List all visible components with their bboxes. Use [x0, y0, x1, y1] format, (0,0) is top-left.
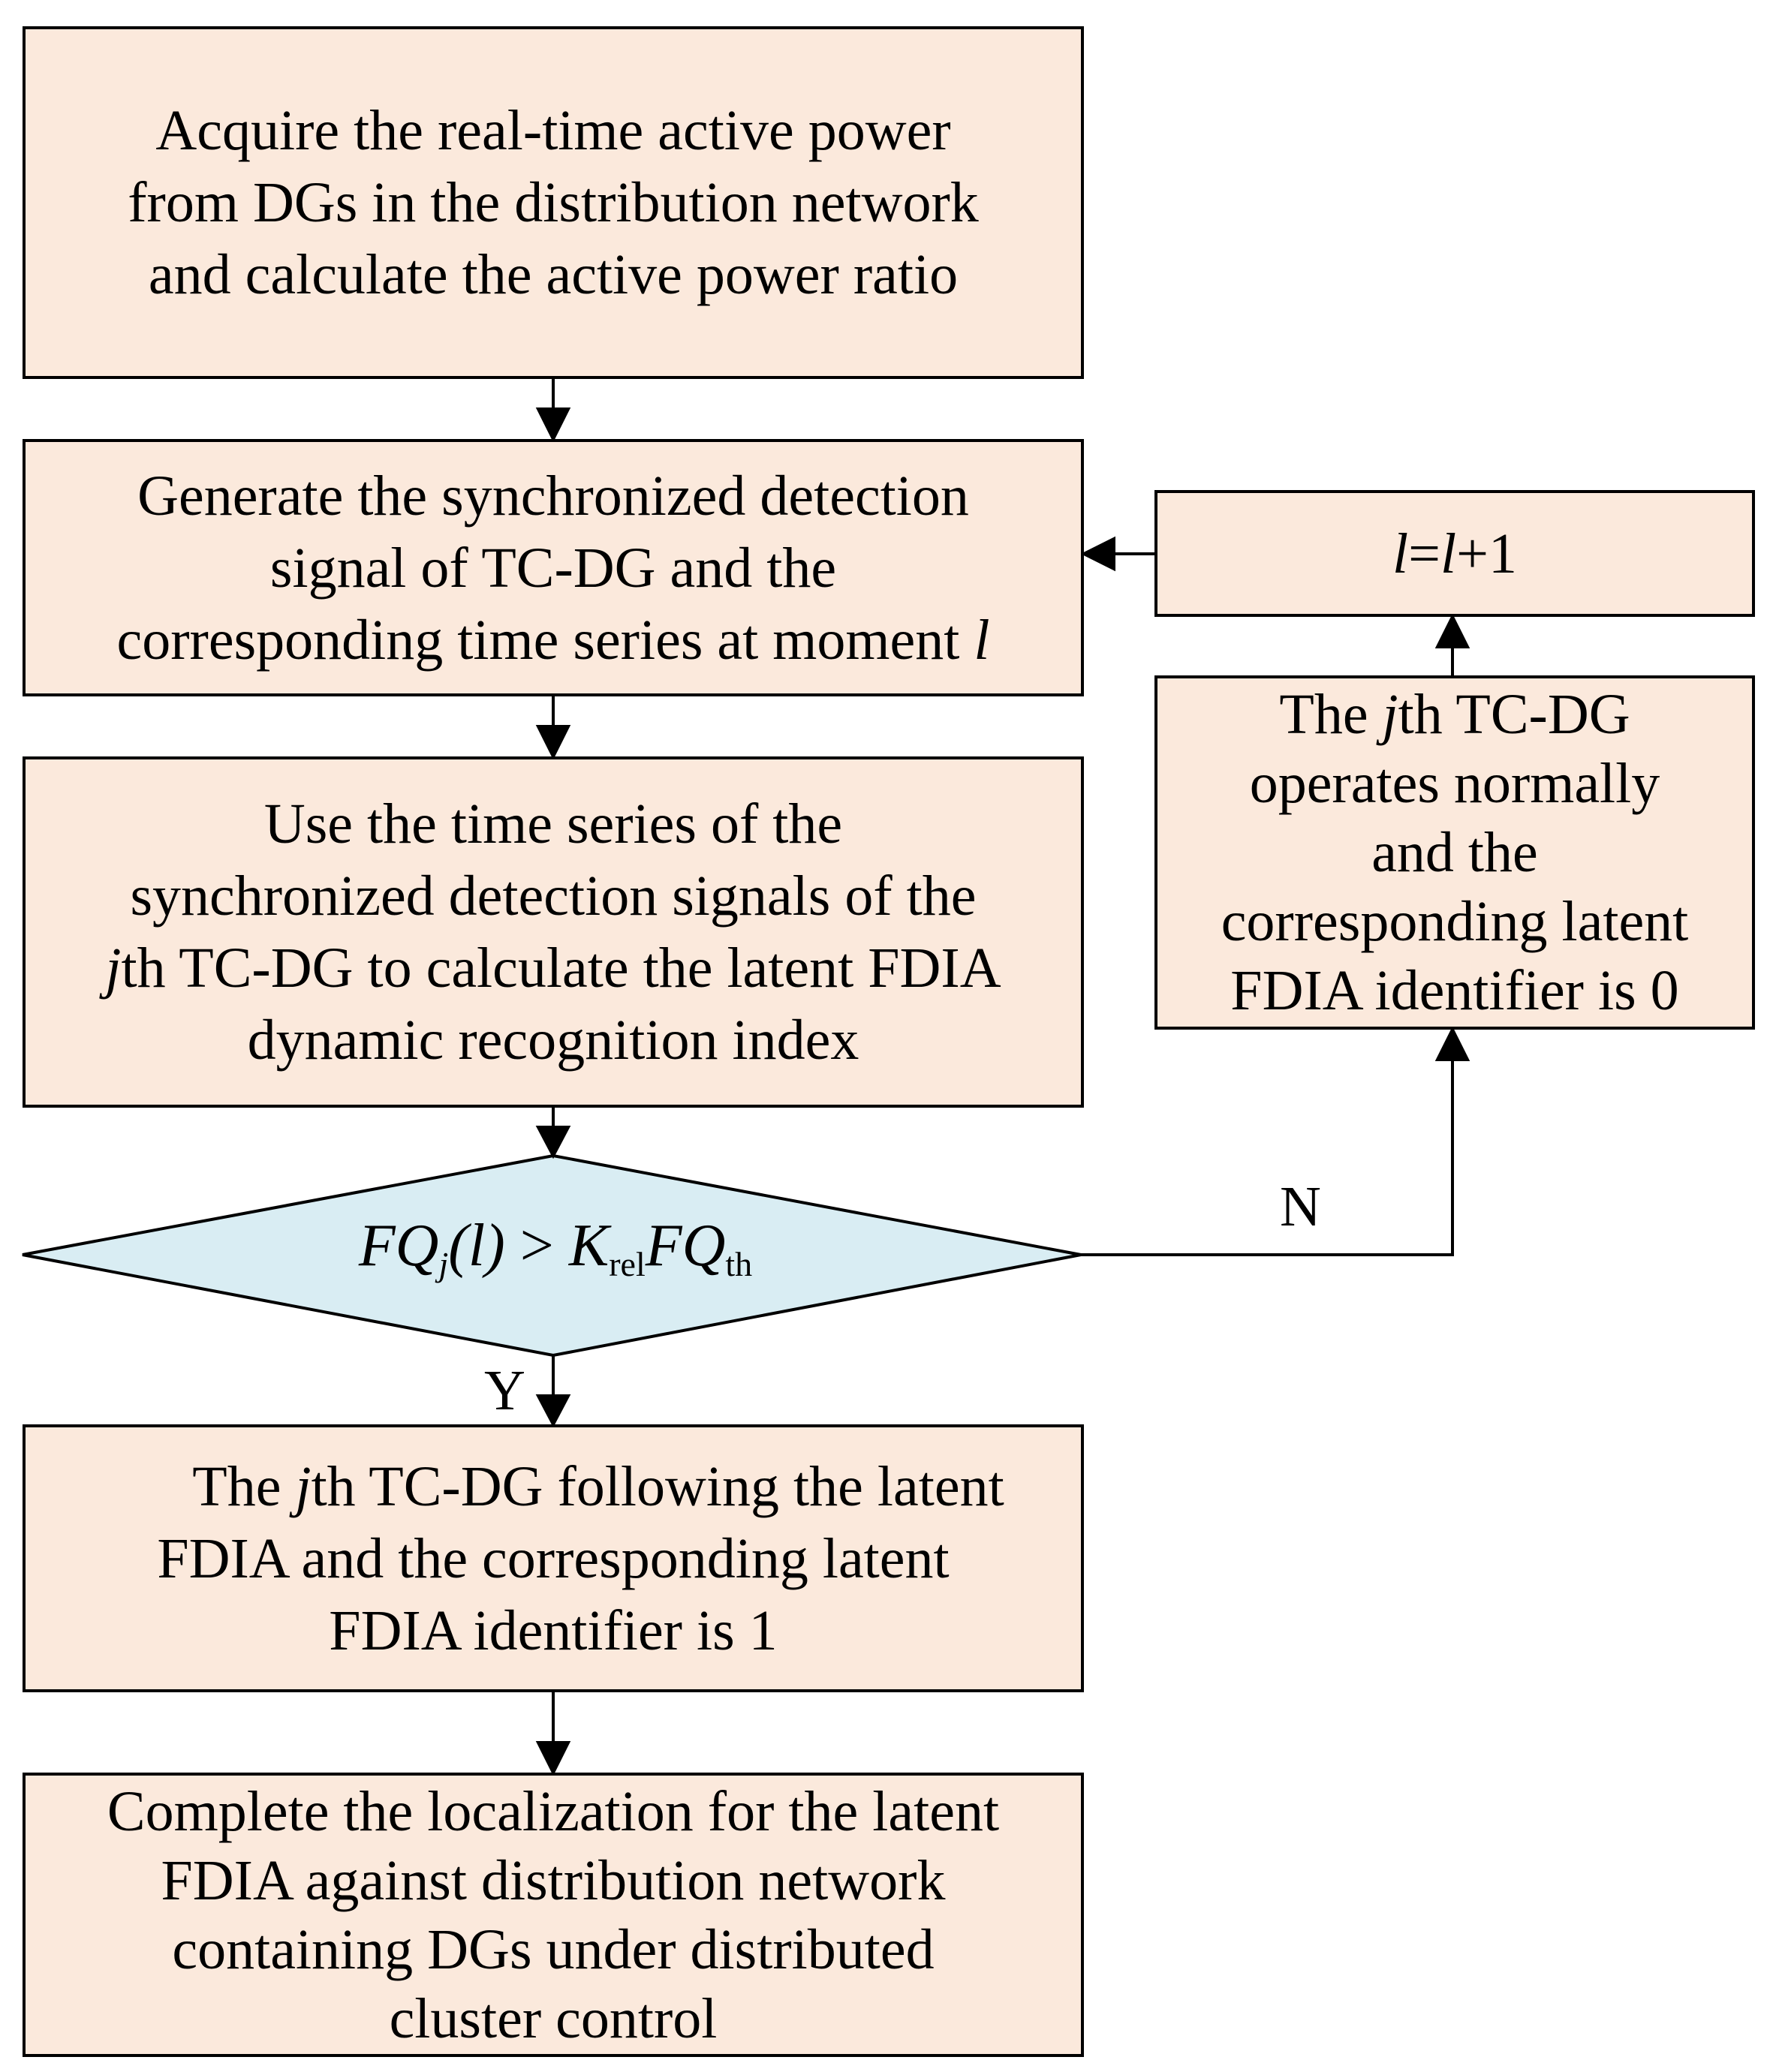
yes-label: Y — [484, 1359, 525, 1422]
generate-line-1: Generate the synchronized detection — [137, 464, 969, 528]
step-calculate-index: Use the time series of the synchronized … — [23, 756, 1084, 1108]
acquire-line-1: Acquire the real-time active power — [155, 99, 951, 162]
use-line-1: Use the time series of the — [263, 792, 843, 856]
complete-line-3: containing DGs under distributed — [172, 1917, 935, 1981]
decision-condition: FQj(l) > KrelFQth — [358, 1213, 753, 1283]
step-acquire-power: Acquire the real-time active power from … — [23, 26, 1084, 379]
moment-variable: l — [974, 608, 990, 672]
step-attack-identified: The jth TC-DG following the latent FDIA … — [23, 1424, 1084, 1692]
complete-line-4: cluster control — [389, 1986, 718, 2050]
use-line-3: jth TC-DG to calculate the latent FDIA — [33, 932, 1073, 1004]
no-label: N — [1280, 1175, 1321, 1238]
generate-line-3: corresponding time series at moment l — [33, 604, 1073, 676]
acquire-line-2: from DGs in the distribution network — [128, 171, 979, 234]
complete-line-2: FDIA against distribution network — [161, 1848, 946, 1912]
use-line-3-text: th TC-DG to calculate the latent FDIA — [121, 937, 1001, 1000]
step-complete-localization: Complete the localization for the latent… — [23, 1773, 1084, 2057]
attack-line-1: The jth TC-DG following the latent — [192, 1454, 1004, 1518]
attack-line-3: FDIA identifier is 1 — [329, 1598, 778, 1662]
attack-line-2: FDIA and the corresponding latent — [157, 1526, 950, 1590]
step-normal-operation: The jth TC-DG operates normally and the … — [1154, 675, 1755, 1030]
generate-line-3-text: corresponding time series at moment — [116, 608, 974, 672]
normal-line-4: corresponding latent — [1221, 890, 1689, 953]
index-variable: j — [105, 937, 122, 1000]
use-line-4: dynamic recognition index — [247, 1009, 859, 1072]
complete-line-1: Complete the localization for the latent — [107, 1779, 1000, 1843]
acquire-line-3: and calculate the active power ratio — [148, 243, 959, 306]
arrow-decision-no-branch — [1081, 1060, 1454, 1256]
generate-line-2: signal of TC-DG and the — [269, 536, 837, 600]
increment-expression: l=l+1 — [1392, 522, 1517, 585]
normal-line-2: operates normally — [1249, 752, 1660, 815]
normal-line-5: FDIA identifier is 0 — [1230, 959, 1679, 1022]
step-increment-moment: l=l+1 — [1154, 490, 1755, 617]
step-generate-signal: Generate the synchronized detection sign… — [23, 439, 1084, 696]
normal-line-3: and the — [1371, 821, 1538, 884]
normal-line-1: The jth TC-DG — [1279, 683, 1630, 746]
use-line-2: synchronized detection signals of the — [130, 865, 977, 928]
